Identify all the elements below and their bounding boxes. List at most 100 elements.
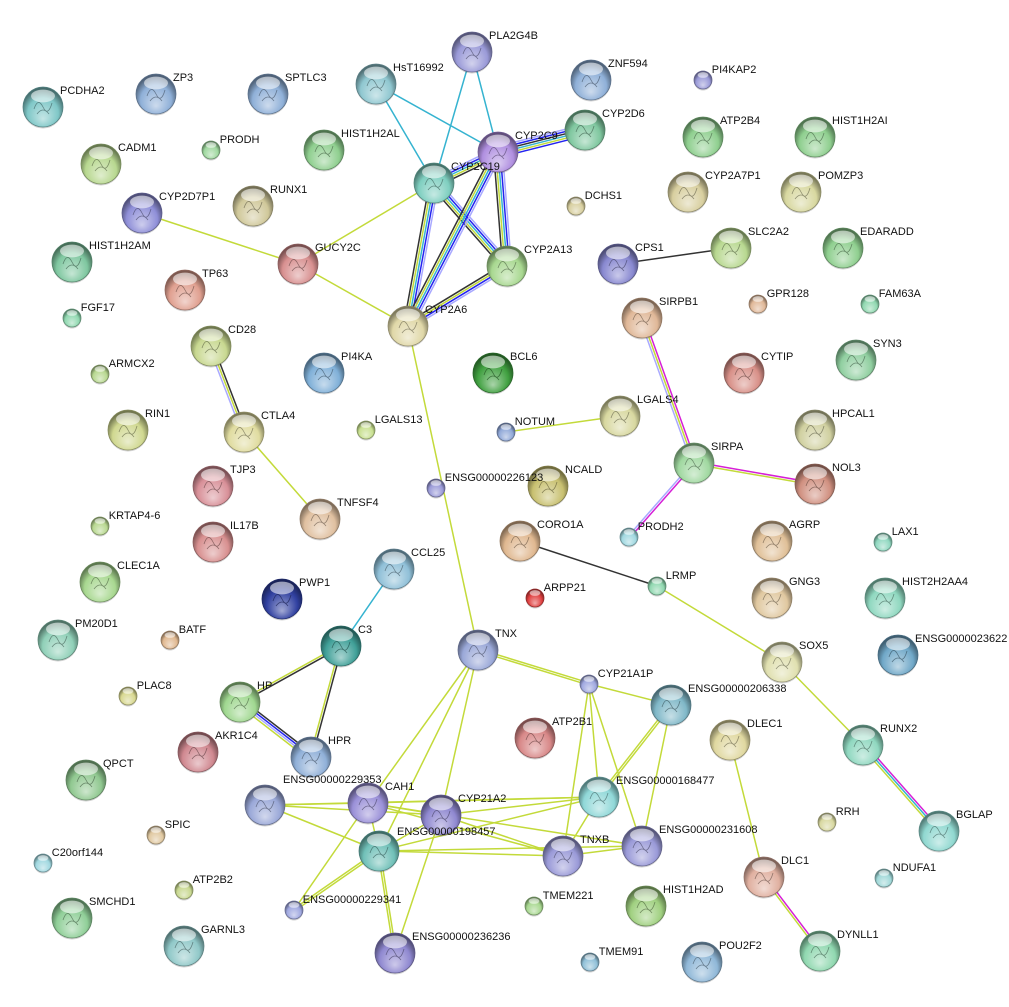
edge-LRMP-SOX5[interactable] — [656, 585, 783, 663]
node-CYP2C9[interactable] — [477, 131, 519, 174]
node-NOTUM[interactable] — [496, 422, 516, 443]
node-GPR128[interactable] — [748, 294, 768, 315]
node-TMEM91[interactable] — [580, 952, 600, 973]
node-LRMP[interactable] — [647, 576, 667, 597]
node-C20orf144[interactable] — [33, 853, 53, 874]
node-HPR[interactable] — [290, 736, 332, 779]
node-CYP21A2[interactable] — [420, 794, 462, 837]
node-FAM63A[interactable] — [860, 294, 880, 315]
node-C3[interactable] — [320, 625, 362, 668]
node-CYP2A7P1[interactable] — [667, 171, 709, 214]
node-NOL3[interactable] — [794, 463, 836, 506]
node-DLEC1[interactable] — [709, 719, 751, 762]
edge-ENSG00000229353-ENSG00000198457[interactable] — [264, 804, 380, 852]
node-FGF17[interactable] — [62, 308, 82, 329]
node-RRH[interactable] — [817, 812, 837, 833]
node-ENSG00000229353[interactable] — [244, 784, 286, 827]
node-AGRP[interactable] — [751, 520, 793, 563]
edge-CYP2C9-CYP2A6[interactable] — [403, 149, 503, 329]
node-CTLA4[interactable] — [223, 411, 265, 454]
node-SPTLC3[interactable] — [247, 73, 289, 116]
node-POMZP3[interactable] — [780, 171, 822, 214]
node-CYP2A13[interactable] — [486, 245, 528, 288]
node-ARMCX2[interactable] — [90, 364, 110, 385]
edge-SIRPA-NOL3[interactable] — [693, 461, 816, 486]
node-ENSG00000229341[interactable] — [284, 900, 304, 921]
node-CORO1A[interactable] — [499, 520, 541, 563]
edge-PLA2G4B-CYP2C19[interactable] — [433, 51, 473, 184]
edge-CAH1-ENSG00000229341[interactable] — [293, 802, 369, 911]
node-HsT16992[interactable] — [355, 63, 397, 106]
node-TMEM221[interactable] — [524, 896, 544, 917]
node-ENSG00000206338[interactable] — [650, 684, 692, 727]
node-DYNLL1[interactable] — [799, 930, 841, 973]
node-GUCY2C[interactable] — [277, 243, 319, 286]
node-CYP21A1P[interactable] — [579, 674, 599, 695]
node-KRTAP4-6[interactable] — [90, 516, 110, 537]
node-ENSG00000226123[interactable] — [426, 478, 446, 499]
node-HP[interactable] — [219, 681, 261, 724]
node-BCL6[interactable] — [472, 352, 514, 395]
node-LAX1[interactable] — [873, 532, 893, 553]
node-ENSG00000231608[interactable] — [621, 825, 663, 868]
node-DCHS1[interactable] — [566, 196, 586, 217]
node-CCL25[interactable] — [373, 548, 415, 591]
edge-HsT16992-CYP2C9[interactable] — [375, 83, 499, 153]
node-POU2F2[interactable] — [681, 941, 723, 984]
node-RUNX2[interactable] — [842, 724, 884, 767]
node-RUNX1[interactable] — [232, 185, 274, 228]
node-CYP2C19[interactable] — [413, 162, 455, 205]
node-ZP3[interactable] — [135, 73, 177, 116]
edge-TNX-CAH1[interactable] — [367, 649, 479, 804]
node-ZNF594[interactable] — [570, 59, 612, 102]
node-ARPP21[interactable] — [525, 588, 545, 609]
node-CYTIP[interactable] — [723, 352, 765, 395]
node-CADM1[interactable] — [80, 143, 122, 186]
node-TNXB[interactable] — [542, 835, 584, 878]
node-ENSG00000236236[interactable] — [374, 932, 416, 975]
node-ENSG00000198457[interactable] — [358, 830, 400, 873]
node-CYP2D6[interactable] — [564, 109, 606, 152]
edge-CAH1-ENSG00000168477[interactable] — [367, 796, 600, 804]
node-NDUFA1[interactable] — [874, 868, 894, 889]
node-RIN1[interactable] — [107, 409, 149, 452]
node-PWP1[interactable] — [261, 578, 303, 621]
node-SLC2A2[interactable] — [710, 227, 752, 270]
node-SIRPA[interactable] — [673, 442, 715, 485]
node-BATF[interactable] — [160, 630, 180, 651]
node-CLEC1A[interactable] — [79, 561, 121, 604]
node-PLAC8[interactable] — [118, 686, 138, 707]
edge-CYP21A2-TNXB[interactable] — [440, 814, 564, 857]
node-HIST2H2AA4[interactable] — [864, 577, 906, 620]
node-EDARADD[interactable] — [822, 227, 864, 270]
node-PRODH[interactable] — [201, 140, 221, 161]
node-GNG3[interactable] — [751, 577, 793, 620]
node-HIST1H2AI[interactable] — [794, 116, 836, 159]
edge-CYP2D7P1-GUCY2C[interactable] — [141, 212, 299, 265]
edge-TNX-ENSG00000198457[interactable] — [378, 649, 479, 852]
node-CPS1[interactable] — [597, 243, 639, 286]
edge-DLEC1-DLC1[interactable] — [729, 739, 765, 878]
node-QPCT[interactable] — [65, 759, 107, 802]
node-PCDHA2[interactable] — [22, 86, 64, 129]
node-SPIC[interactable] — [146, 825, 166, 846]
node-PLA2G4B[interactable] — [451, 31, 493, 74]
node-PRODH2[interactable] — [619, 527, 639, 548]
node-PM20D1[interactable] — [37, 619, 79, 662]
node-CYP2A6[interactable] — [387, 305, 429, 348]
node-HIST1H2AL[interactable] — [303, 129, 345, 172]
node-ATP2B4[interactable] — [682, 116, 724, 159]
edge-ENSG00000198457-TNXB[interactable] — [378, 850, 564, 857]
node-AKR1C4[interactable] — [177, 731, 219, 774]
node-BGLAP[interactable] — [918, 810, 960, 853]
edge-ENSG00000206338-ENSG00000231608[interactable] — [641, 704, 672, 847]
node-SYN3[interactable] — [835, 339, 877, 382]
node-CD28[interactable] — [190, 325, 232, 368]
node-DLC1[interactable] — [743, 856, 785, 899]
edge-CYP21A1P-TNXB[interactable] — [562, 683, 590, 857]
node-HPCAL1[interactable] — [794, 409, 836, 452]
node-PI4KA[interactable] — [303, 352, 345, 395]
node-TP63[interactable] — [164, 269, 206, 312]
node-TJP3[interactable] — [192, 465, 234, 508]
node-LGALS13[interactable] — [356, 420, 376, 441]
